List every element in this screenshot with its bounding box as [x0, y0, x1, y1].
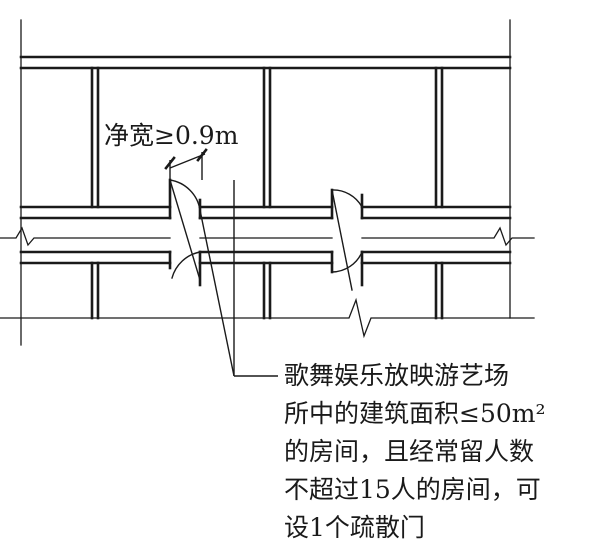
clear-width-dimension: [164, 148, 208, 182]
clear-width-label: 净宽≥0.9m: [104, 121, 239, 150]
corridor-lower-wall: [19, 250, 512, 287]
lower-rooms: [90, 261, 444, 320]
note-line-1: 歌舞娱乐放映游艺场: [284, 361, 509, 390]
note-line-4: 不超过15人的房间，可: [284, 475, 541, 504]
door-swing-right: [331, 189, 363, 291]
note-text: 歌舞娱乐放映游艺场 所中的建筑面积≤50m² 的房间，且经常留人数 不超过15人…: [284, 361, 546, 542]
note-line-3: 的房间，且经常留人数: [284, 437, 534, 466]
note-leader-line: [199, 180, 278, 377]
note-line-5: 设1个疏散门: [284, 513, 425, 542]
upper-rooms: [19, 55, 512, 209]
note-line-2: 所中的建筑面积≤50m²: [284, 399, 546, 428]
break-lines: [0, 226, 535, 339]
door-swing-left: [169, 179, 201, 281]
corridor-upper-wall: [19, 178, 512, 220]
plan-boundary-lines: [20, 19, 511, 346]
